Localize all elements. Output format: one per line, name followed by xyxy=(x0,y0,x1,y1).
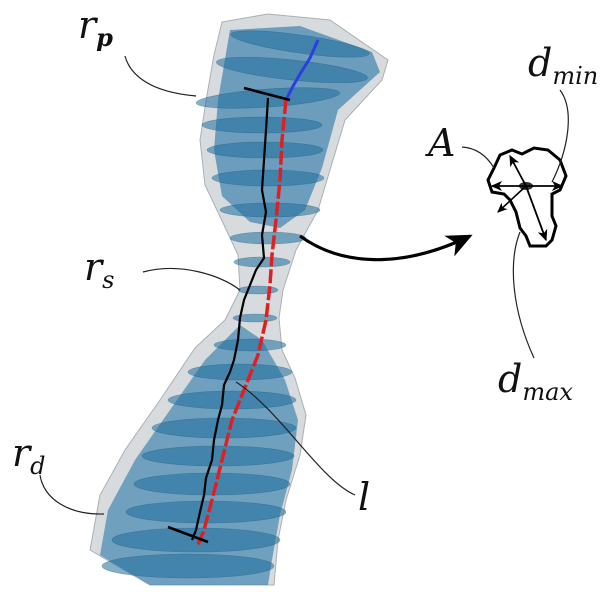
label-dmax: dmax xyxy=(498,357,573,406)
cross-section-disk xyxy=(168,391,296,409)
label-l: l xyxy=(358,475,370,519)
leader-rs xyxy=(143,268,240,290)
cross-section-disk xyxy=(214,339,286,351)
label-rs: rs xyxy=(84,245,115,294)
leader-rd xyxy=(40,475,104,514)
cross-section-disk xyxy=(212,170,324,186)
cross-section-disk xyxy=(142,446,294,466)
cross-section-disk xyxy=(220,203,320,217)
leader-A xyxy=(462,147,494,168)
label-rp: rp xyxy=(78,3,113,52)
cross-section-disk xyxy=(238,286,278,294)
cross-section-disk xyxy=(134,473,290,495)
cross-section-disk xyxy=(202,117,322,133)
label-dmin: dmin xyxy=(528,41,598,90)
cross-section-disk xyxy=(230,232,306,244)
curved-arrow-icon xyxy=(300,236,470,260)
cross-section-shape xyxy=(488,148,566,246)
leader-rp xyxy=(125,56,196,96)
cross-section-disk xyxy=(152,418,296,438)
leader-dmax xyxy=(513,232,534,358)
label-rd: rd xyxy=(12,431,46,480)
cross-section-disk xyxy=(188,364,292,380)
cross-section-outline xyxy=(488,148,566,246)
cross-section-disk xyxy=(102,554,274,578)
label-A: A xyxy=(425,121,455,165)
